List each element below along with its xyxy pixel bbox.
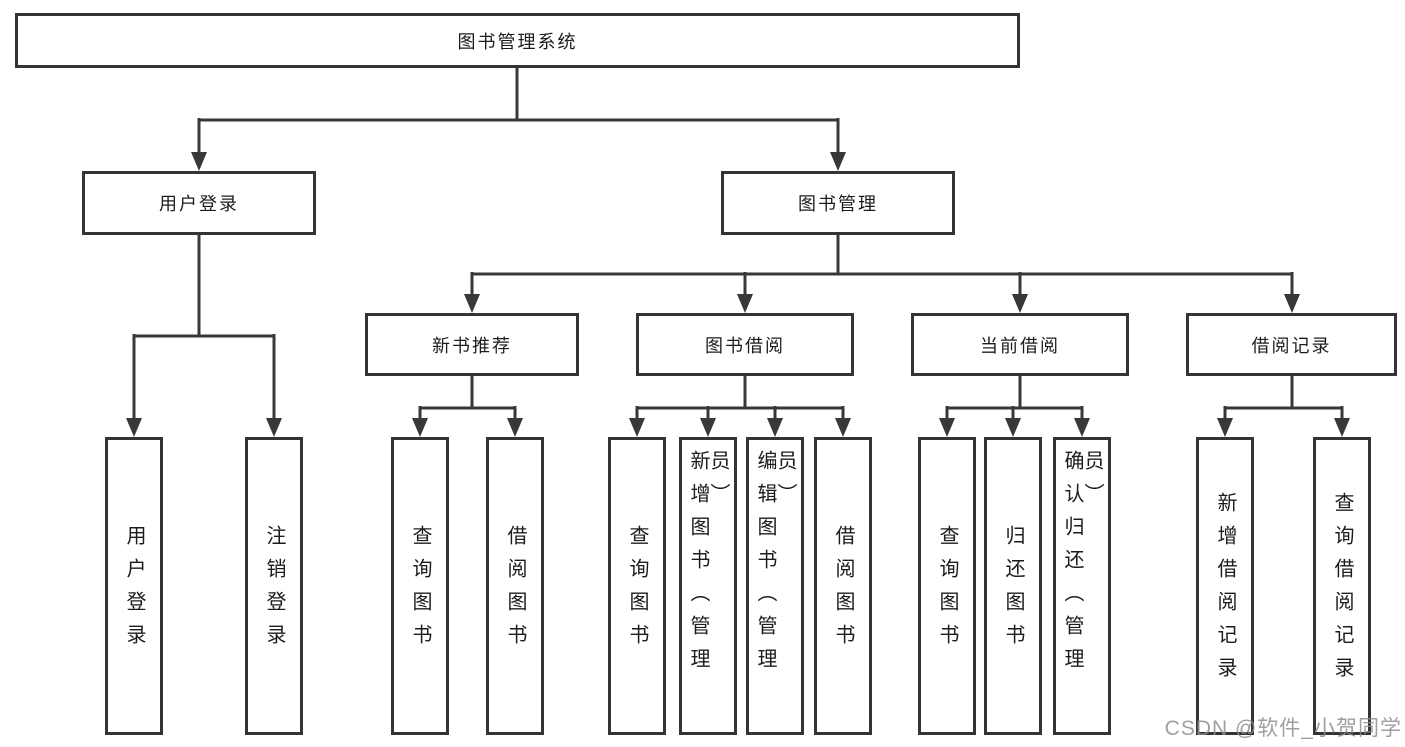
- node-new-book-recommendation: 新书推荐: [365, 313, 579, 376]
- arrowhead-icon: [700, 418, 716, 437]
- arrowhead-icon: [1012, 294, 1028, 313]
- node-borrowing-records: 借阅记录: [1186, 313, 1397, 376]
- arrowhead-icon: [412, 418, 428, 437]
- leaf-borrow-borrow-books: 借阅图书: [814, 437, 872, 735]
- arrowhead-icon: [266, 418, 282, 437]
- arrowhead-icon: [1074, 418, 1090, 437]
- arrowhead-icon: [507, 418, 523, 437]
- connector-records-children: [1217, 376, 1350, 437]
- leaf-current-query-books: 查询图书: [918, 437, 976, 735]
- leaf-current-return-books: 归还图书: [984, 437, 1042, 735]
- arrowhead-icon: [629, 418, 645, 437]
- connector-recommend-children: [412, 376, 523, 437]
- arrowhead-icon: [1217, 418, 1233, 437]
- connector-current-children: [939, 376, 1090, 437]
- arrowhead-icon: [126, 418, 142, 437]
- arrowhead-icon: [1284, 294, 1300, 313]
- leaf-recommend-borrow-books: 借阅图书: [486, 437, 544, 735]
- leaf-records-query-borrow-record: 查询借阅记录: [1313, 437, 1371, 735]
- arrowhead-icon: [1334, 418, 1350, 437]
- connector-user-login-children: [126, 235, 282, 437]
- leaf-logout: 注销登录: [245, 437, 303, 735]
- arrowhead-icon: [767, 418, 783, 437]
- leaf-user-login: 用户登录: [105, 437, 163, 735]
- leaf-borrow-add-book-admin: 新增图书（管理员）: [679, 437, 737, 735]
- connector-root-to-level2: [191, 68, 846, 171]
- leaf-records-add-borrow-record: 新增借阅记录: [1196, 437, 1254, 735]
- arrowhead-icon: [1005, 418, 1021, 437]
- connector-book-management-sections: [464, 235, 1300, 313]
- arrowhead-icon: [737, 294, 753, 313]
- leaf-borrow-query-books: 查询图书: [608, 437, 666, 735]
- leaf-recommend-query-books: 查询图书: [391, 437, 449, 735]
- connector-borrow-children: [629, 376, 851, 437]
- node-book-borrowing: 图书借阅: [636, 313, 854, 376]
- node-book-management: 图书管理: [721, 171, 955, 235]
- arrowhead-icon: [464, 294, 480, 313]
- arrowhead-icon: [191, 152, 207, 171]
- csdn-watermark: CSDN @软件_小贺同学: [1164, 717, 1402, 740]
- node-current-borrowing: 当前借阅: [911, 313, 1129, 376]
- arrowhead-icon: [835, 418, 851, 437]
- arrowhead-icon: [830, 152, 846, 171]
- leaf-current-confirm-return-admin: 确认归还（管理员）: [1053, 437, 1111, 735]
- leaf-borrow-edit-book-admin: 编辑图书（管理员）: [746, 437, 804, 735]
- node-user-login: 用户登录: [82, 171, 316, 235]
- node-library-system: 图书管理系统: [15, 13, 1020, 68]
- arrowhead-icon: [939, 418, 955, 437]
